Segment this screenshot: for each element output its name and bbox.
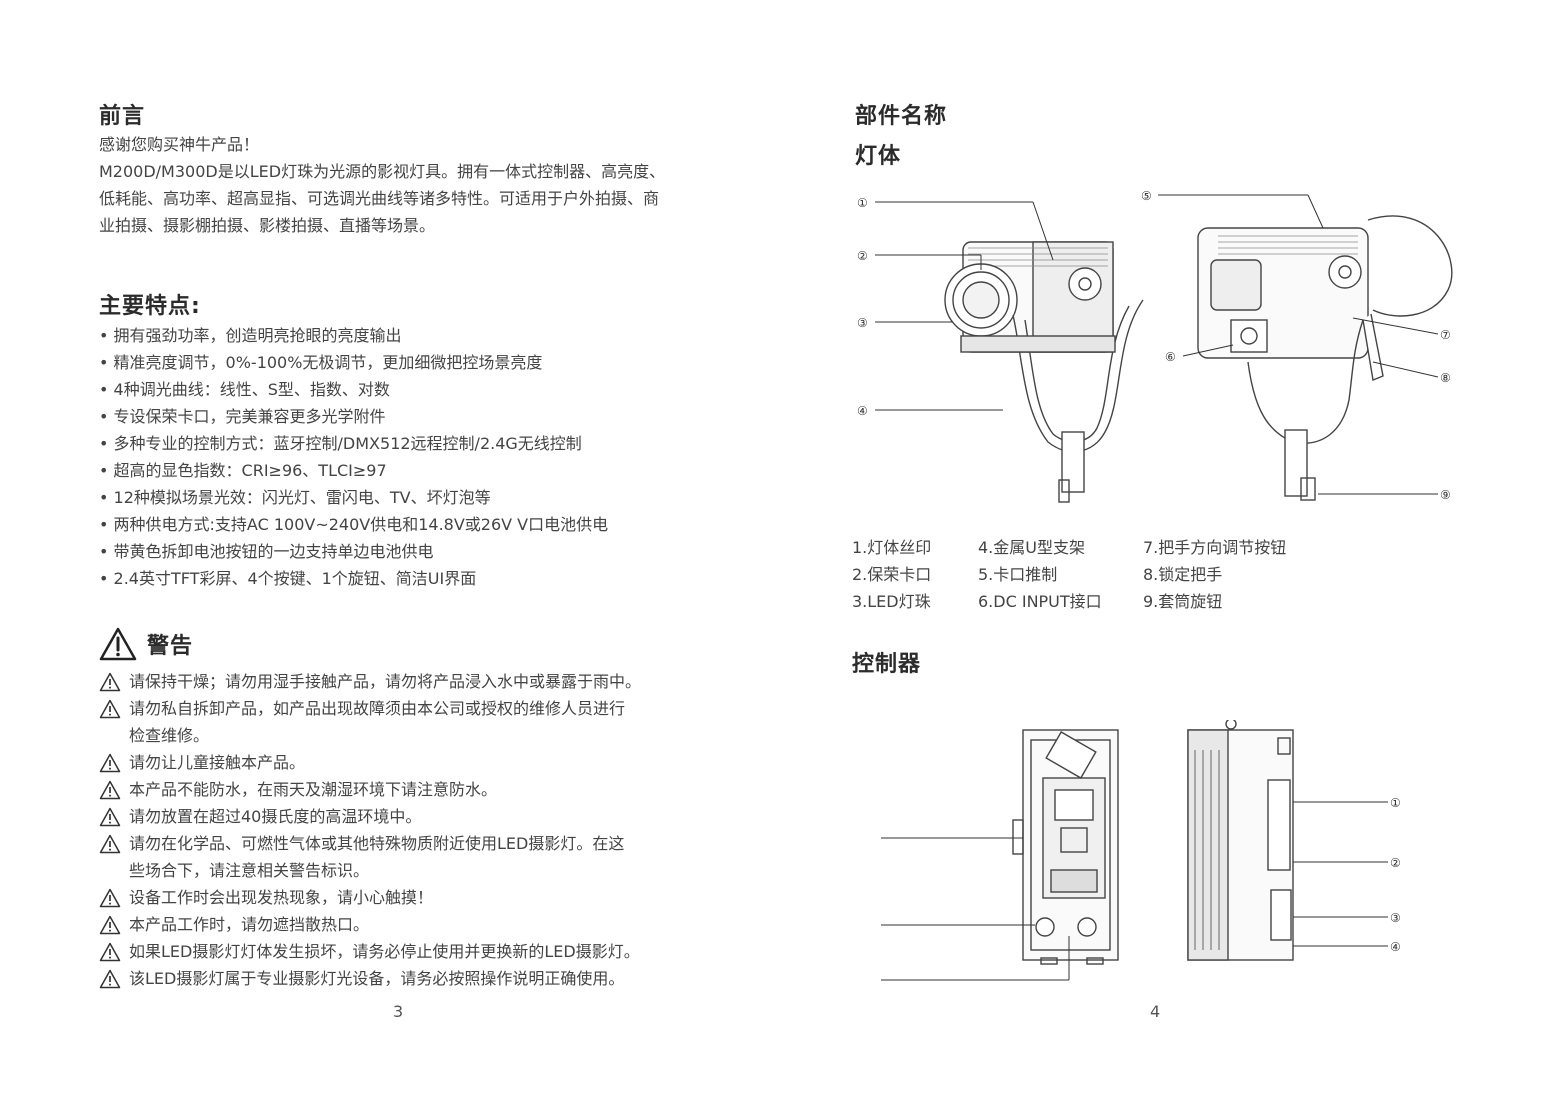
warning-triangle-icon [99, 969, 121, 989]
warning-header: 警告 [99, 624, 193, 664]
controller-callout-1: ① [1390, 796, 1401, 810]
warning-triangle-icon [99, 699, 121, 719]
light-body-callout-3: ③ [857, 316, 868, 330]
feature-item: 12种模拟场景光效：闪光灯、雷闪电、TV、坏灯泡等 [99, 484, 719, 511]
part-label: 3.LED灯珠 [852, 592, 931, 611]
parts-title: 部件名称 [855, 104, 948, 129]
feature-item: 两种供电方式:支持AC 100V~240V供电和14.8V或26V V口电池供电 [99, 511, 719, 538]
part-label: 2.保荣卡口 [852, 565, 932, 584]
front-light-drawing [944, 241, 1144, 503]
warning-triangle-icon [99, 627, 137, 661]
warning-triangle-icon [99, 672, 121, 692]
feature-item: 超高的显色指数：CRI≥96、TLCI≥97 [99, 457, 719, 484]
preface-line: 业拍摄、摄影棚拍摄、影楼拍摄、直播等场景。 [99, 216, 436, 235]
warning-item: 请勿在化学品、可燃性气体或其他特殊物质附近使用LED摄影灯。在这 些场合下，请注… [99, 830, 719, 884]
feature-item: 4种调光曲线：线性、S型、指数、对数 [99, 376, 719, 403]
preface-line: 低耗能、高功率、超高显指、可选调光曲线等诸多特性。可适用于户外拍摄、商 [99, 189, 660, 208]
left-page: 前言 感谢您购买神牛产品！ M200D/M300D是以LED灯珠为光源的影视灯具… [0, 0, 778, 1104]
warning-text: 请勿让儿童接触本产品。 [129, 753, 306, 772]
warning-item: 该LED摄影灯属于专业摄影灯光设备，请务必按照操作说明正确使用。 [99, 965, 719, 992]
right-page: 部件名称 灯体 [778, 0, 1557, 1104]
controller-callout-3: ③ [1390, 911, 1401, 925]
light-body-callout-4: ④ [857, 404, 868, 418]
warning-triangle-icon [99, 915, 121, 935]
warning-item: 请勿让儿童接触本产品。 [99, 749, 719, 776]
part-label: 5.卡口推制 [978, 565, 1058, 584]
part-label: 6.DC INPUT接口 [978, 592, 1102, 611]
warning-text: 请勿私自拆卸产品，如产品出现故障须由本公司或授权的维修人员进行 检查维修。 [129, 699, 626, 745]
controller-diagram: ⑤ ⑬ ⑫ ① ② ③ ④ [873, 720, 1401, 988]
parts-column: 7.把手方向调节按钮 8.锁定把手 9.套筒旋钮 [1143, 534, 1286, 615]
controller-angle-drawing [1187, 720, 1294, 961]
light-body-callout-9: ⑨ [1440, 488, 1451, 502]
preface-title: 前言 [99, 104, 146, 129]
warning-triangle-icon [99, 834, 121, 854]
controller-callout-lines [881, 801, 1388, 981]
warning-text: 设备工作时会出现发热现象，请小心触摸！ [129, 888, 434, 907]
warning-item: 请保持干燥；请勿用湿手接触产品，请勿将产品浸入水中或暴露于雨中。 [99, 668, 719, 695]
warning-item: 如果LED摄影灯灯体发生损坏，请务必停止使用并更换新的LED摄影灯。 [99, 938, 719, 965]
light-body-title: 灯体 [855, 144, 902, 169]
warning-text: 如果LED摄影灯灯体发生损坏，请务必停止使用并更换新的LED摄影灯。 [129, 942, 640, 961]
warning-text: 请保持干燥；请勿用湿手接触产品，请勿将产品浸入水中或暴露于雨中。 [129, 672, 642, 691]
warning-text: 本产品工作时，请勿遮挡散热口。 [129, 915, 370, 934]
feature-item: 2.4英寸TFT彩屏、4个按键、1个旋钮、简洁UI界面 [99, 565, 719, 592]
feature-item: 精准亮度调节，0%-100%无极调节，更加细微把控场景亮度 [99, 349, 719, 376]
light-body-callout-6: ⑥ [1165, 350, 1176, 364]
warning-item: 设备工作时会出现发热现象，请小心触摸！ [99, 884, 719, 911]
preface-line: M200D/M300D是以LED灯珠为光源的影视灯具。拥有一体式控制器、高亮度、 [99, 162, 666, 181]
part-label: 4.金属U型支架 [978, 538, 1085, 557]
light-body-callout-5: ⑤ [1141, 189, 1152, 203]
part-label: 9.套筒旋钮 [1143, 592, 1223, 611]
part-label: 1.灯体丝印 [852, 538, 932, 557]
light-body-callout-lines [875, 194, 1439, 495]
light-body-callout-7: ⑦ [1440, 328, 1451, 342]
warning-item: 请勿放置在超过40摄氏度的高温环境中。 [99, 803, 719, 830]
preface-line: 感谢您购买神牛产品！ [99, 135, 260, 154]
light-body-diagram: ① ② ③ ④ ⑤ ⑥ ⑦ ⑧ ⑨ [857, 189, 1453, 503]
controller-side-drawing [1012, 729, 1119, 965]
warning-text: 该LED摄影灯属于专业摄影灯光设备，请务必按照操作说明正确使用。 [129, 969, 625, 988]
parts-column: 1.灯体丝印 2.保荣卡口 3.LED灯珠 [852, 534, 931, 615]
light-body-callout-2: ② [857, 249, 868, 263]
warning-list: 请保持干燥；请勿用湿手接触产品，请勿将产品浸入水中或暴露于雨中。 请勿私自拆卸产… [99, 668, 719, 992]
light-body-callout-8: ⑧ [1440, 371, 1451, 385]
feature-item: 带黄色拆卸电池按钮的一边支持单边电池供电 [99, 538, 719, 565]
controller-callout-4: ④ [1390, 940, 1401, 954]
warning-text: 本产品不能防水，在雨天及潮湿环境下请注意防水。 [129, 780, 498, 799]
warning-text: 请勿放置在超过40摄氏度的高温环境中。 [129, 807, 422, 826]
page-number: 4 [1150, 1002, 1161, 1021]
feature-item: 多种专业的控制方式：蓝牙控制/DMX512远程控制/2.4G无线控制 [99, 430, 719, 457]
features-list: 拥有强劲功率，创造明亮抢眼的亮度输出 精准亮度调节，0%-100%无极调节，更加… [99, 322, 719, 592]
warning-triangle-icon [99, 942, 121, 962]
warning-item: 本产品工作时，请勿遮挡散热口。 [99, 911, 719, 938]
warning-triangle-icon [99, 780, 121, 800]
feature-item: 专设保荣卡口，完美兼容更多光学附件 [99, 403, 719, 430]
warning-text: 请勿在化学品、可燃性气体或其他特殊物质附近使用LED摄影灯。在这 些场合下，请注… [129, 834, 625, 880]
warning-title: 警告 [147, 634, 194, 659]
warning-triangle-icon [99, 807, 121, 827]
light-body-callout-1: ① [857, 196, 868, 210]
warning-triangle-icon [99, 753, 121, 773]
part-label: 7.把手方向调节按钮 [1143, 538, 1287, 557]
warning-item: 请勿私自拆卸产品，如产品出现故障须由本公司或授权的维修人员进行 检查维修。 [99, 695, 719, 749]
parts-column: 4.金属U型支架 5.卡口推制 6.DC INPUT接口 [978, 534, 1102, 615]
controller-title: 控制器 [852, 652, 922, 677]
warning-item: 本产品不能防水，在雨天及潮湿环境下请注意防水。 [99, 776, 719, 803]
part-label: 8.锁定把手 [1143, 565, 1223, 584]
controller-callout-2: ② [1390, 856, 1401, 870]
preface-body: 感谢您购买神牛产品！ M200D/M300D是以LED灯珠为光源的影视灯具。拥有… [99, 131, 719, 239]
feature-item: 拥有强劲功率，创造明亮抢眼的亮度输出 [99, 322, 719, 349]
warning-triangle-icon [99, 888, 121, 908]
back-light-drawing [1197, 215, 1453, 501]
page-number: 3 [393, 1002, 404, 1021]
features-title: 主要特点: [99, 294, 201, 319]
